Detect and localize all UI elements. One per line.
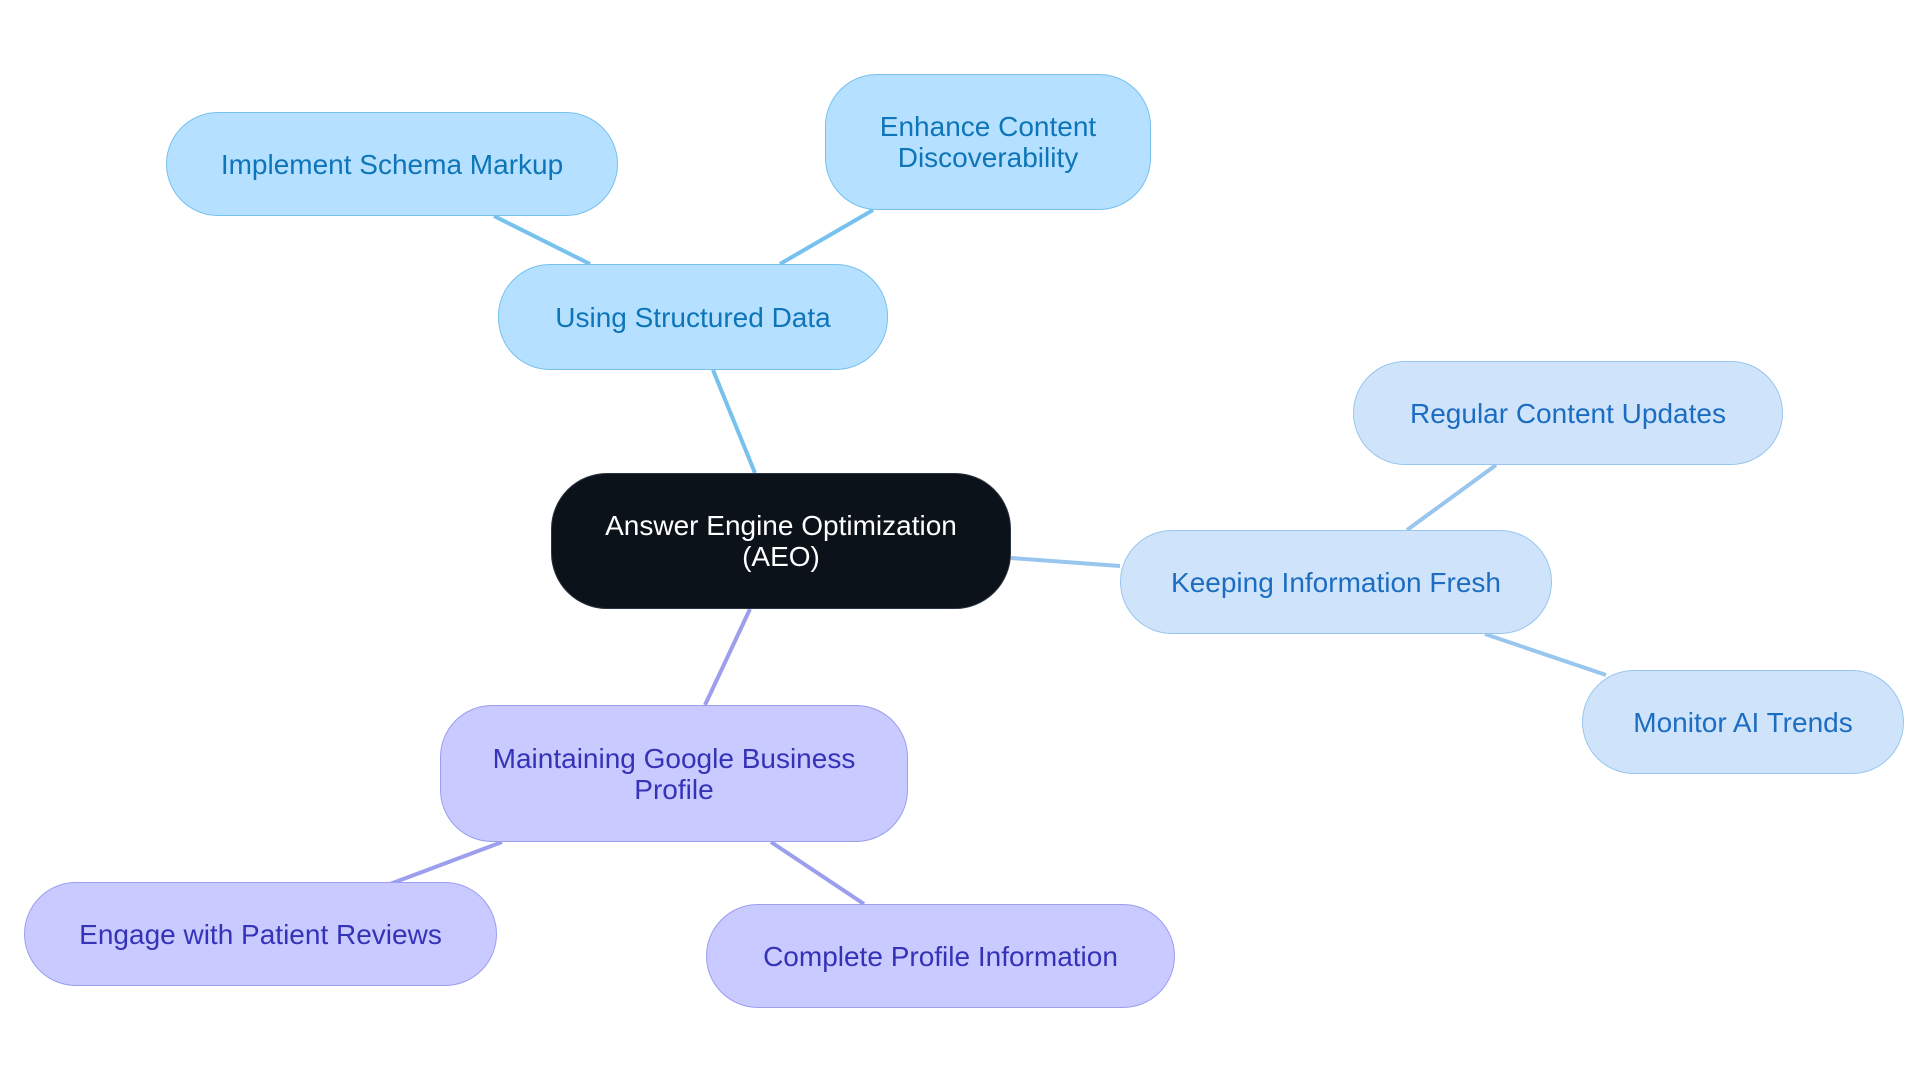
root-node: Answer Engine Optimization (AEO): [551, 473, 1011, 609]
edge-structured-schema: [493, 214, 591, 266]
leaf-node-monitor-ai-trends: Monitor AI Trends: [1582, 670, 1904, 774]
edge-root-structured: [711, 369, 757, 474]
branch-node-structured-data: Using Structured Data: [498, 264, 888, 370]
leaf-node-enhance-content-discoverability: Enhance Content Discoverability: [825, 74, 1151, 210]
edge-gbp-profile: [769, 840, 866, 906]
leaf-node-engage-with-patient-reviews: Engage with Patient Reviews: [24, 882, 497, 986]
branch-node-keeping-information-fresh: Keeping Information Fresh: [1120, 530, 1552, 634]
leaf-node-complete-profile-information: Complete Profile Information: [706, 904, 1175, 1008]
edge-gbp-reviews: [389, 840, 503, 886]
edge-fresh-updates: [1405, 463, 1498, 532]
edge-root-gbp: [703, 608, 752, 706]
leaf-node-regular-content-updates: Regular Content Updates: [1353, 361, 1783, 465]
edge-fresh-trends: [1484, 632, 1607, 677]
edge-root-fresh: [1010, 556, 1121, 568]
branch-node-google-business-profile: Maintaining Google Business Profile: [440, 705, 908, 842]
edge-structured-discover: [778, 208, 875, 266]
leaf-node-implement-schema-markup: Implement Schema Markup: [166, 112, 618, 216]
